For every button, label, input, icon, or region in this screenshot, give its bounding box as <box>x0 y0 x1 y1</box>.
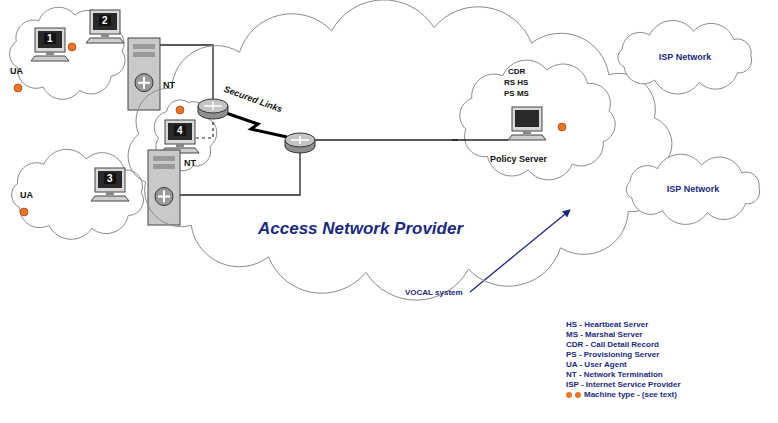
drive-bay <box>153 156 175 161</box>
keyboard <box>91 196 129 201</box>
user-agent-label: UA <box>20 190 33 200</box>
monitor-stand <box>523 131 531 134</box>
switch-symbol <box>135 74 153 92</box>
legend-entry: ISP - Internet Service Provider <box>566 380 681 390</box>
router-arrows <box>291 136 309 144</box>
user-agent-label: UA <box>10 66 23 76</box>
drive-bay <box>133 52 155 57</box>
drive-bay <box>133 44 155 49</box>
legend-text: NT - Network Termination <box>566 370 663 379</box>
screen <box>93 13 117 30</box>
router-arrows <box>204 102 222 110</box>
link-label: Secured Links <box>223 84 284 114</box>
legend-entry: PS - Provisioning Server <box>566 350 681 360</box>
machine-type-dot <box>14 84 22 92</box>
legend-text: HS - Heartbeat Server <box>566 320 648 329</box>
server-role: RS HS <box>504 78 528 87</box>
router-top <box>285 133 315 147</box>
lan-cloud <box>12 149 144 239</box>
screen <box>98 171 122 188</box>
cloud-label: ISP Network <box>659 52 711 62</box>
screen <box>38 31 62 48</box>
monitor <box>90 10 120 34</box>
switch-arrows <box>158 191 170 203</box>
legend-text: PS - Provisioning Server <box>566 350 659 359</box>
screen <box>168 123 192 140</box>
router-top <box>198 99 228 113</box>
monitor-stand <box>101 34 109 37</box>
monitor-stand <box>176 144 184 147</box>
keyboard <box>86 38 124 43</box>
cloud-label: Access Network Provider <box>258 219 463 239</box>
legend-swatch <box>566 392 572 398</box>
server-cloud: CDR RS HS PS MS Policy Server <box>450 55 625 185</box>
server-role: PS MS <box>504 89 529 98</box>
monitor <box>165 120 195 144</box>
secured-link <box>226 113 287 137</box>
lan-cloud <box>10 7 125 99</box>
cloud-label: Policy Server <box>490 154 547 164</box>
machine-type-dot <box>558 123 566 131</box>
cloud-shape <box>460 60 615 180</box>
cloud-label: ISP Network <box>667 184 719 194</box>
machine-type-dot <box>20 208 28 216</box>
pointer-label: VOCAL system <box>405 288 463 297</box>
screen <box>515 110 539 127</box>
legend-text: Machine type - (see text) <box>584 390 677 399</box>
keyboard <box>508 135 546 140</box>
legend-text: MS - Marshal Server <box>566 330 642 339</box>
callout-number: 3 <box>104 173 116 184</box>
legend-entry: NT - Network Termination <box>566 370 681 380</box>
wire <box>315 139 458 140</box>
switch-arrows <box>138 77 150 89</box>
monitor <box>95 168 125 192</box>
legend-entry: CDR - Call Detail Record <box>566 340 681 350</box>
callout-number: 1 <box>44 33 56 44</box>
legend-text: ISP - Internet Service Provider <box>566 380 681 389</box>
cloud-shape <box>618 21 752 94</box>
machine-type-dot <box>176 106 184 114</box>
legend-entry: HS - Heartbeat Server <box>566 320 681 330</box>
network-cloud: ISP Network <box>614 152 772 226</box>
legend-text: UA - User Agent <box>566 360 627 369</box>
network-termination-label: NT <box>163 80 175 90</box>
cloud-shape <box>128 0 672 300</box>
callout-number: 2 <box>99 15 111 26</box>
machine-type-dot <box>68 43 76 51</box>
switch-symbol <box>155 188 173 206</box>
drive-bay <box>153 164 175 169</box>
network-cloud: ISP Network <box>606 18 764 96</box>
keyboard <box>31 56 69 61</box>
monitor <box>512 107 542 131</box>
wire <box>180 149 300 195</box>
monitor-stand <box>106 192 114 195</box>
pointer-arrow <box>470 210 570 292</box>
monitor-stand <box>46 52 54 55</box>
legend-entry: MS - Marshal Server <box>566 330 681 340</box>
legend-entry: Machine type - (see text) <box>566 390 681 400</box>
cloud-outline <box>450 55 625 185</box>
monitor <box>35 28 65 52</box>
legend: HS - Heartbeat ServerMS - Marshal Server… <box>566 320 681 400</box>
server-role: CDR <box>508 67 525 76</box>
wire <box>160 45 213 101</box>
cloud-shape <box>626 154 759 224</box>
callout-number: 4 <box>174 125 186 136</box>
network-cloud: Access Network Provider CDR RS HS PS MS Poli… <box>110 0 690 300</box>
network-termination-label: NT <box>184 158 196 168</box>
wire <box>452 139 508 140</box>
legend-entry: UA - User Agent <box>566 360 681 370</box>
legend-text: CDR - Call Detail Record <box>566 340 659 349</box>
